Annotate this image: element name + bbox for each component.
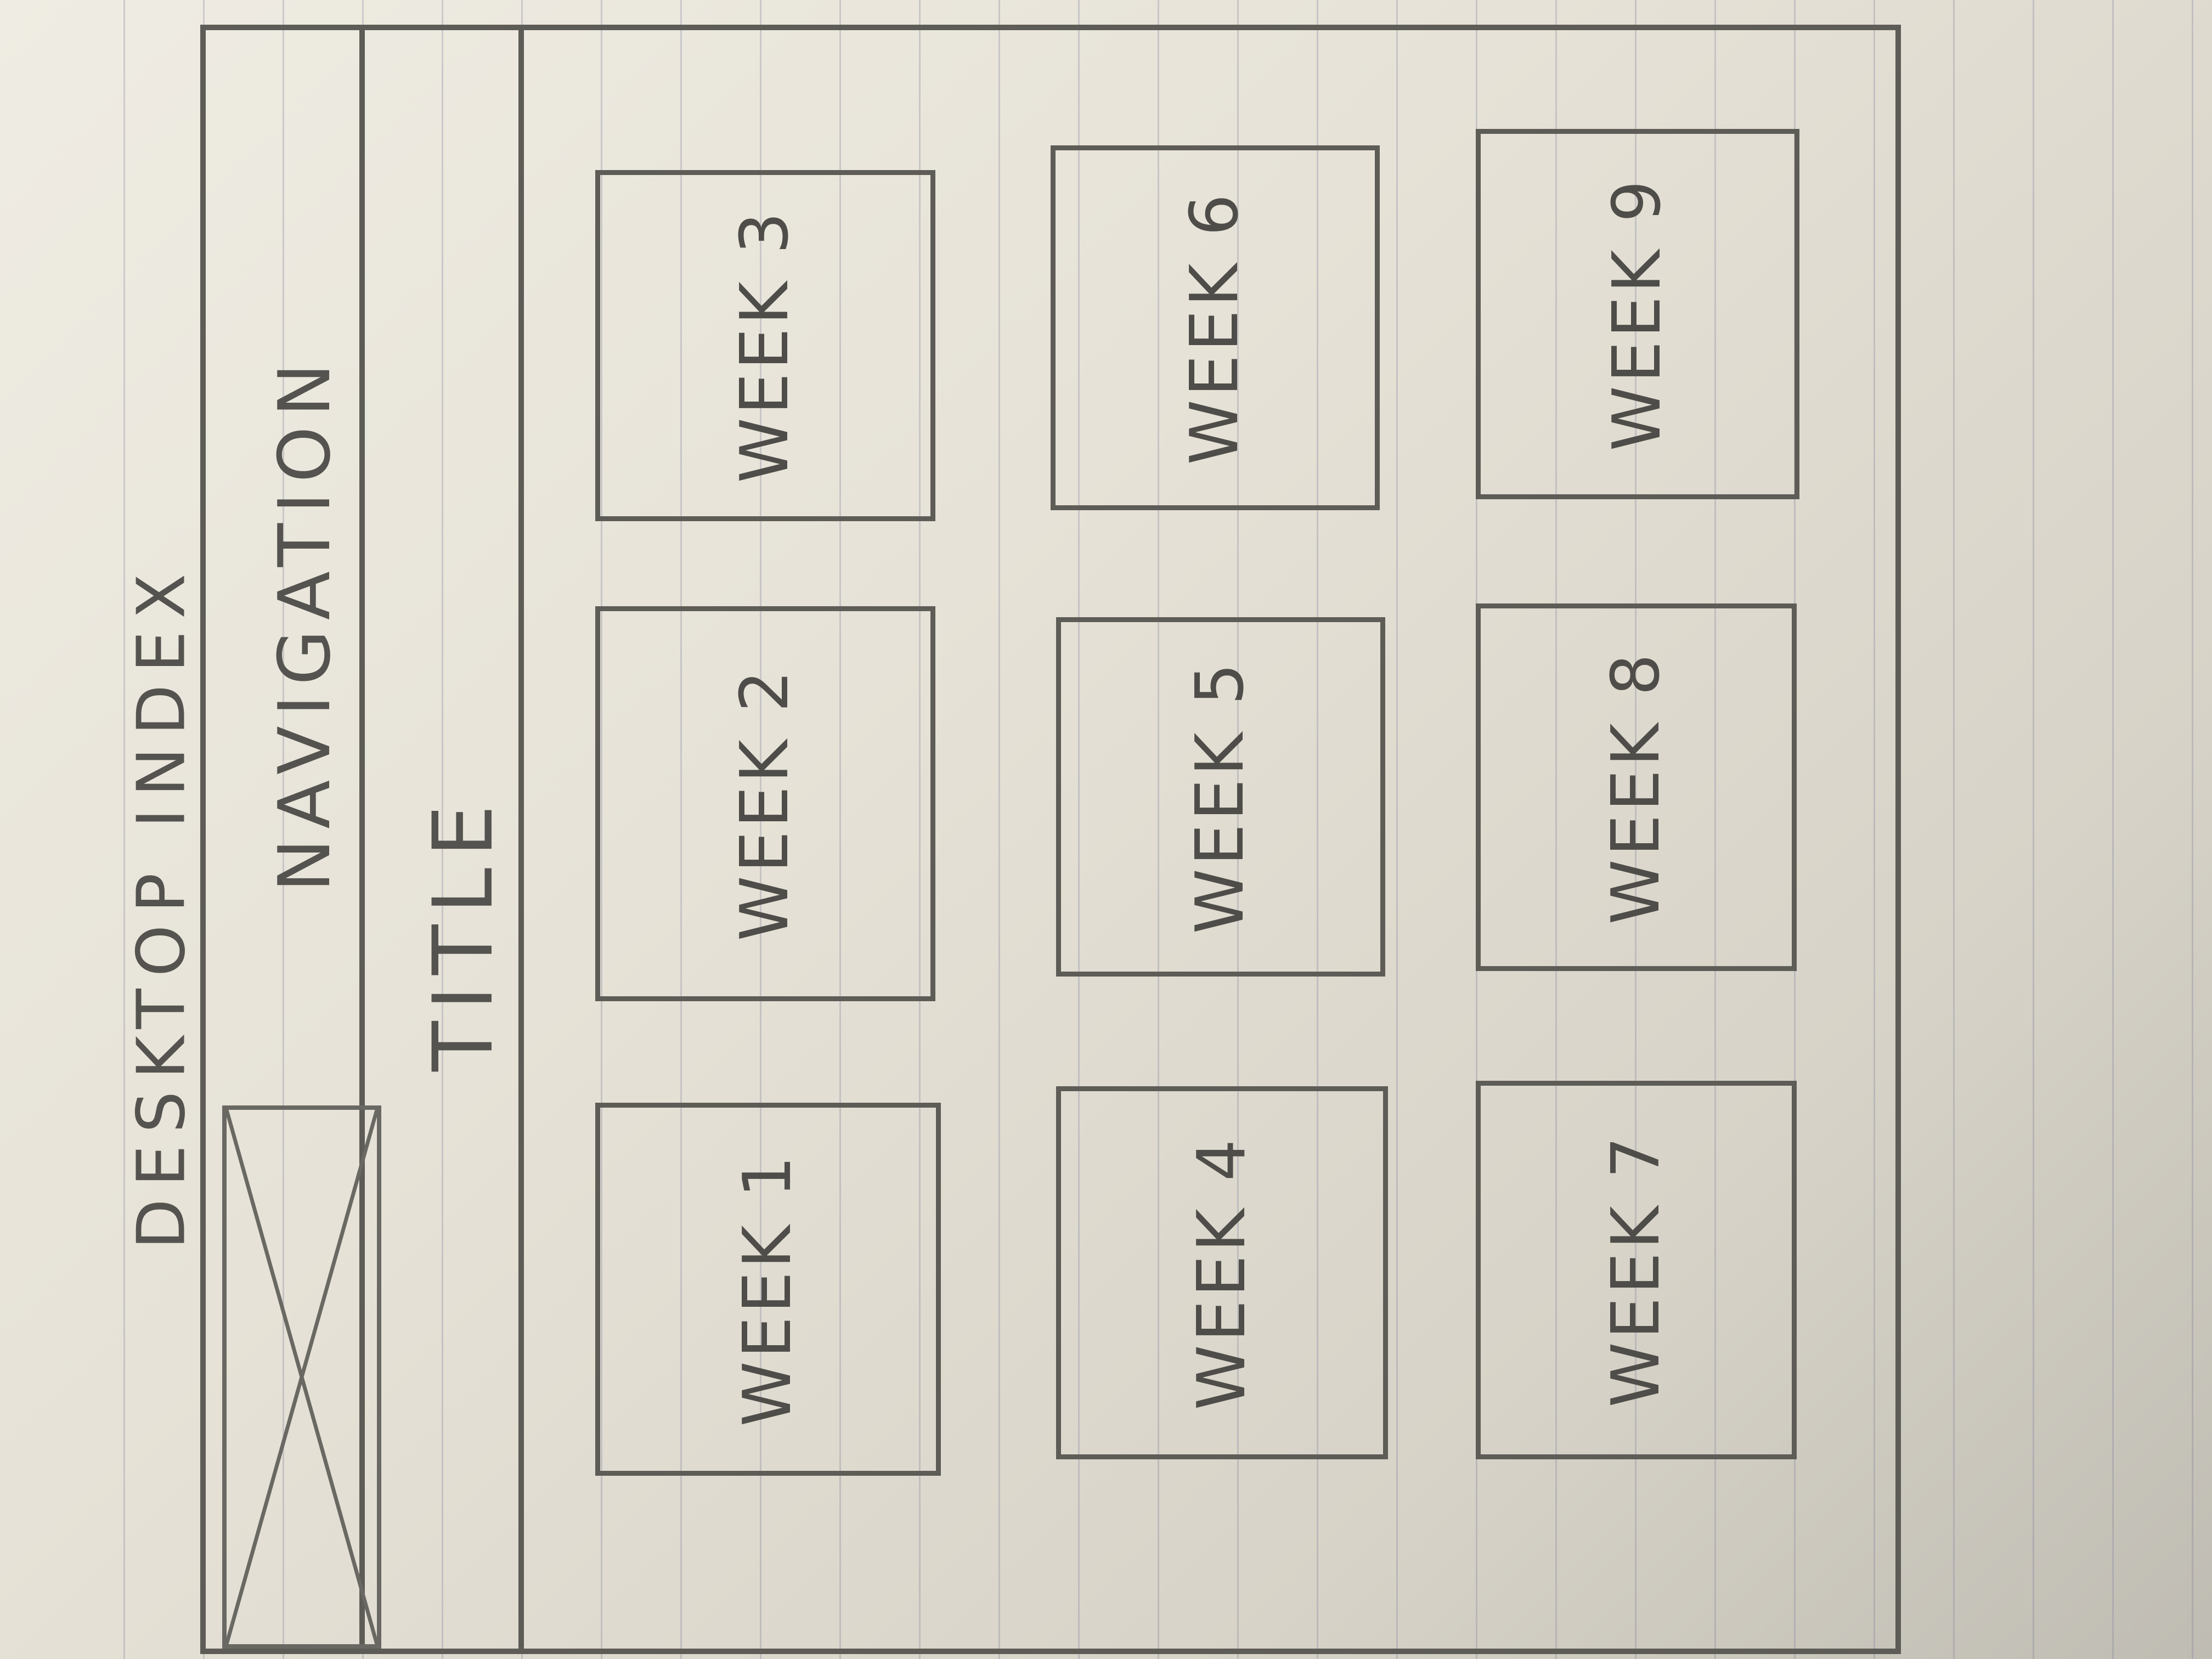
- ruled-line: [1953, 0, 1955, 1659]
- week-card-5[interactable]: WEEK 5: [1056, 617, 1385, 977]
- week-card-label: WEEK 1: [730, 1152, 806, 1426]
- week-card-label: WEEK 5: [1182, 659, 1259, 934]
- ruled-line: [1874, 0, 1875, 1659]
- week-card-label: WEEK 4: [1183, 1136, 1260, 1410]
- ruled-line: [1078, 0, 1080, 1659]
- ruled-line: [283, 0, 284, 1659]
- navigation-bar[interactable]: NAVIGATION: [258, 307, 351, 938]
- ruled-line: [1635, 0, 1637, 1659]
- week-card-6[interactable]: WEEK 6: [1051, 145, 1380, 510]
- week-card-label: WEEK 9: [1599, 177, 1676, 452]
- week-card-label: WEEK 3: [727, 208, 804, 483]
- week-card-label: WEEK 8: [1598, 650, 1674, 924]
- image-placeholder-icon: [227, 1110, 377, 1644]
- week-card-label: WEEK 7: [1598, 1133, 1674, 1407]
- ruled-line: [919, 0, 921, 1659]
- page-title: TITLE: [416, 757, 511, 1108]
- ruled-line: [760, 0, 761, 1659]
- week-card-3[interactable]: WEEK 3: [595, 170, 935, 521]
- title-label: TITLE: [416, 794, 511, 1071]
- ruled-line: [998, 0, 1000, 1659]
- ruled-line: [601, 0, 602, 1659]
- page-wireframe: [200, 25, 1901, 1654]
- week-card-2[interactable]: WEEK 2: [595, 606, 935, 1001]
- ruled-line: [442, 0, 443, 1659]
- ruled-line: [2033, 0, 2034, 1659]
- ruled-line: [2192, 0, 2193, 1659]
- week-card-label: WEEK 6: [1177, 190, 1254, 465]
- week-card-8[interactable]: WEEK 8: [1476, 603, 1797, 971]
- ruled-line: [680, 0, 682, 1659]
- ruled-line: [1317, 0, 1318, 1659]
- ruled-line: [1237, 0, 1239, 1659]
- week-card-label: WEEK 2: [727, 667, 804, 941]
- ruled-line: [1555, 0, 1557, 1659]
- ruled-line: [839, 0, 841, 1659]
- week-card-4[interactable]: WEEK 4: [1056, 1086, 1388, 1459]
- ruled-line: [2112, 0, 2114, 1659]
- navigation-label: NAVIGATION: [263, 353, 346, 893]
- week-card-9[interactable]: WEEK 9: [1476, 129, 1799, 499]
- ruled-line: [1714, 0, 1716, 1659]
- ruled-line: [1396, 0, 1398, 1659]
- week-card-7[interactable]: WEEK 7: [1476, 1081, 1797, 1459]
- ruled-line: [1158, 0, 1159, 1659]
- navigation-divider: [359, 25, 365, 1654]
- sheet-title: DESKTOP INDEX: [123, 549, 200, 1262]
- sheet-title-text: DESKTOP INDEX: [123, 561, 200, 1249]
- week-card-1[interactable]: WEEK 1: [595, 1103, 941, 1476]
- logo-placeholder: [222, 1105, 381, 1649]
- ruled-line: [123, 0, 125, 1659]
- title-divider: [518, 25, 524, 1654]
